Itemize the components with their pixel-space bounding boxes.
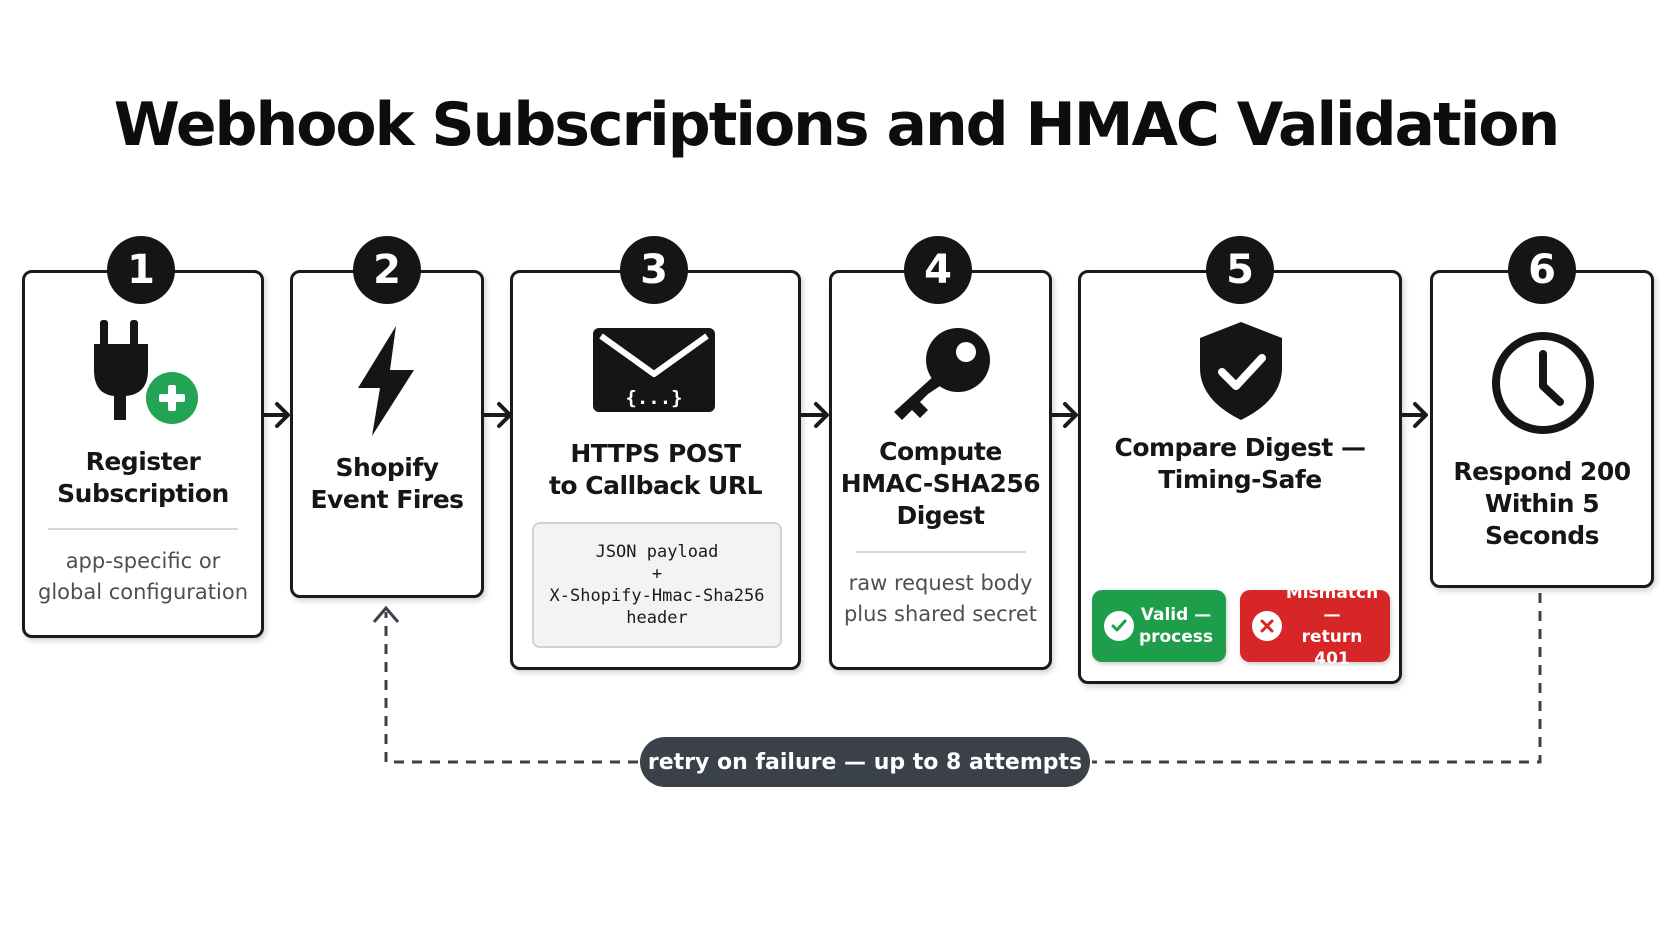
step-label: Compute HMAC-SHA256 Digest (840, 437, 1041, 530)
divider (856, 551, 1026, 553)
clock-icon (1492, 332, 1594, 434)
step-card-1 (22, 270, 264, 638)
step-number-badge: 3 (620, 236, 688, 304)
payload-code-box: JSON payload + X-Shopify-Hmac-Sha256 hea… (532, 522, 782, 648)
step-number-badge: 6 (1508, 236, 1576, 304)
step-number-badge: 2 (353, 236, 421, 304)
svg-text:{...}: {...} (625, 387, 682, 409)
step-number-badge: 1 (107, 236, 175, 304)
step-number-badge: 5 (1206, 236, 1274, 304)
step-note: raw request body plus shared secret (843, 571, 1038, 626)
lightning-bolt-icon (358, 326, 414, 436)
arrow-1-2 (262, 402, 290, 428)
key-icon (894, 328, 990, 420)
arrow-4-5 (1050, 402, 1078, 428)
check-icon (1104, 611, 1134, 641)
step-label: HTTPS POST to Callback URL (548, 439, 763, 500)
step-label: Shopify Event Fires (310, 453, 464, 514)
step-label: Register Subscription (57, 447, 229, 508)
shield-check-icon (1200, 322, 1282, 420)
retry-loop-line (384, 593, 1542, 764)
retry-label: retry on failure — up to 8 attempts (640, 737, 1090, 787)
x-mark-icon (1252, 611, 1282, 641)
mismatch-branch-pill: Mismatch — return 401 (1240, 583, 1390, 669)
step-label: Compare Digest — Timing-Safe (1114, 433, 1366, 494)
page-title: Webhook Subscriptions and HMAC Validatio… (113, 90, 1560, 160)
retry-arrowhead (372, 605, 400, 623)
mismatch-branch-label: Mismatch — return 401 (1285, 583, 1379, 669)
payload-code-text: JSON payload + X-Shopify-Hmac-Sha256 hea… (549, 542, 765, 628)
divider (48, 528, 238, 530)
step-note: app-specific or global configuration (37, 549, 249, 604)
plug-plus-icon (94, 320, 202, 428)
valid-branch-label: Valid — process (1138, 605, 1214, 647)
valid-branch-pill: Valid — process (1092, 590, 1226, 662)
arrow-2-3 (482, 402, 512, 428)
arrow-3-4 (799, 402, 829, 428)
arrow-5-6 (1400, 402, 1428, 428)
step-label: Respond 200 Within 5 Seconds (1453, 457, 1631, 550)
envelope-json-icon: {...} (593, 328, 715, 412)
step-number-badge: 4 (904, 236, 972, 304)
